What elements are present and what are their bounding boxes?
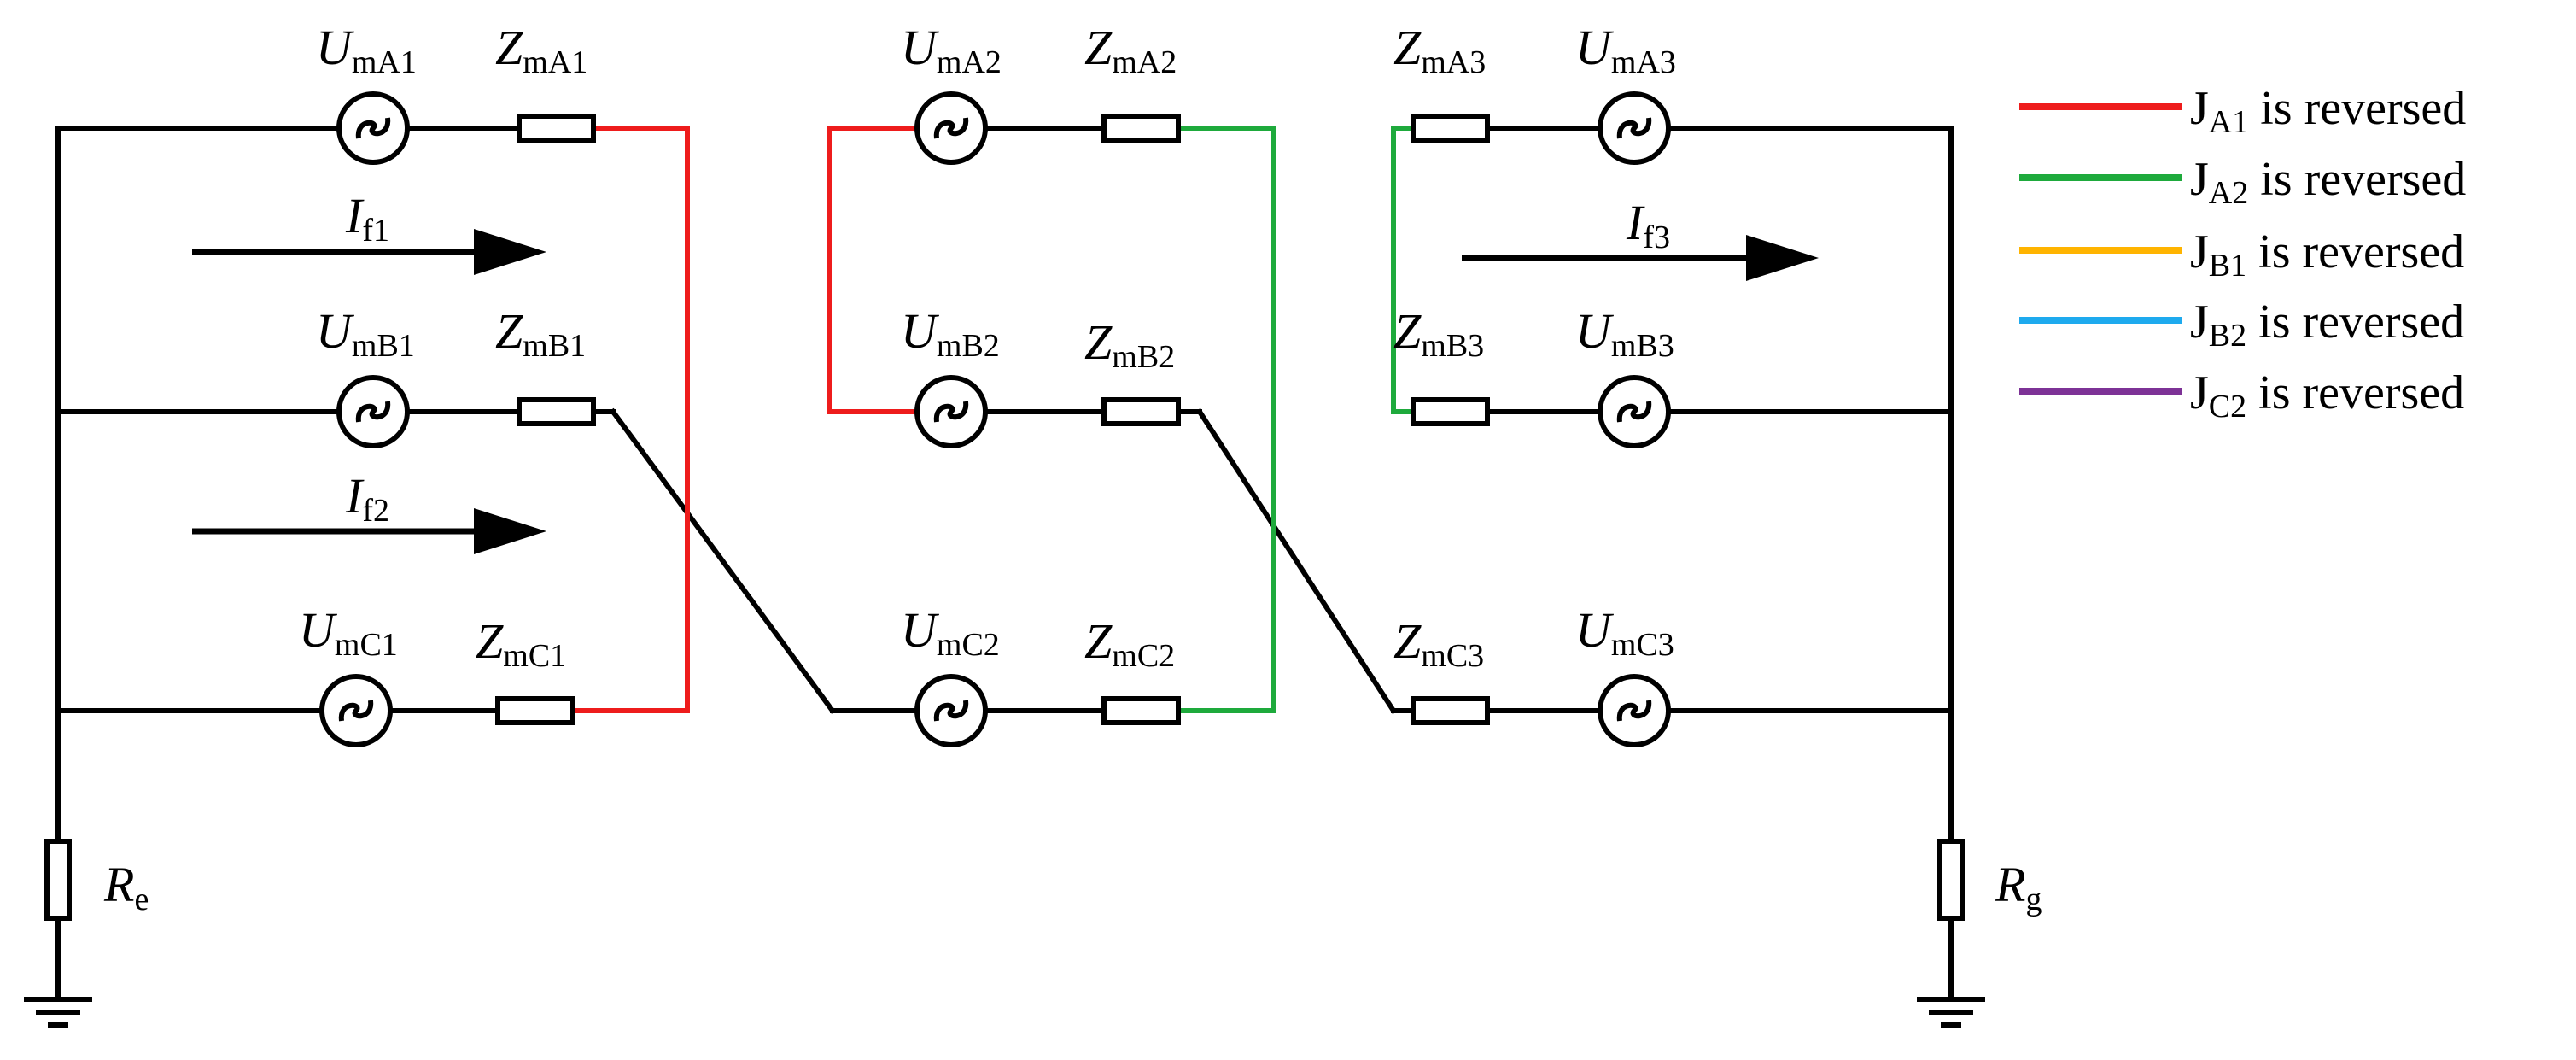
impedance-box-zb3 [1411, 397, 1490, 426]
impedance-box-za2 [1101, 114, 1181, 143]
label-umc3: UmC3 [1575, 602, 1674, 663]
source-icon-ub3 [1600, 378, 1668, 446]
impedance-box-zc2 [1101, 696, 1181, 725]
label-uma3: UmA3 [1575, 20, 1676, 80]
wires-black [55, 126, 1954, 1002]
impedance-box-zb1 [517, 397, 596, 426]
label-zmc1: ZmC1 [476, 613, 566, 674]
source-icon-uc1 [322, 676, 390, 745]
label-umb1: UmB1 [316, 303, 415, 364]
legend-item: JB2 is reversed [2019, 296, 2464, 354]
wires-green [1178, 126, 1413, 713]
legend-item: JB1 is reversed [2019, 225, 2464, 284]
source-icon-uc2 [917, 676, 985, 745]
impedance-boxes [495, 114, 1490, 725]
arrow-if3-icon [1462, 235, 1819, 281]
arrow-if2-icon [192, 508, 546, 554]
resistor-re-box [44, 839, 72, 921]
legend-item: JC2 is reversed [2019, 366, 2464, 425]
impedance-box-za3 [1411, 114, 1490, 143]
label-umb3: UmB3 [1575, 303, 1674, 364]
legend-label-jb1: JB1 is reversed [2190, 225, 2464, 284]
label-umc2: UmC2 [901, 602, 1000, 663]
impedance-box-zc3 [1411, 696, 1490, 725]
label-re: Re [103, 857, 149, 917]
label-zma1: ZmA1 [495, 20, 587, 80]
label-rg: Rg [1995, 857, 2042, 917]
ground-resistors [44, 839, 1965, 921]
legend-label-jb2: JB2 is reversed [2190, 296, 2464, 354]
source-icon-ua2 [917, 94, 985, 162]
current-arrows [192, 229, 1819, 554]
resistor-rg-box [1937, 839, 1965, 921]
label-zmb1: ZmB1 [495, 303, 586, 364]
wires-red [572, 126, 915, 713]
legend-item: JA2 is reversed [2019, 153, 2466, 211]
source-icon-ub1 [339, 378, 407, 446]
source-icon-ua3 [1600, 94, 1668, 162]
legend: JA1 is reversed JA2 is reversed JB1 is r… [2019, 82, 2466, 425]
label-umc1: UmC1 [299, 602, 398, 663]
label-if3: If3 [1626, 195, 1670, 255]
label-zmb2: ZmB2 [1084, 314, 1175, 375]
impedance-box-zc1 [495, 696, 575, 725]
label-umb2: UmB2 [901, 303, 1000, 364]
label-zma2: ZmA2 [1084, 20, 1177, 80]
labels: UmA1 ZmA1 If1 UmB1 ZmB1 If2 UmC1 ZmC1 Um… [103, 20, 2042, 917]
legend-label-jc2: JC2 is reversed [2190, 366, 2464, 425]
ground-icon-left [24, 997, 92, 1028]
impedance-box-za1 [517, 114, 596, 143]
legend-label-ja2: JA2 is reversed [2190, 153, 2466, 211]
label-zma3: ZmA3 [1393, 20, 1486, 80]
legend-item: JA1 is reversed [2019, 82, 2466, 140]
source-icon-ua1 [339, 94, 407, 162]
label-uma2: UmA2 [901, 20, 1002, 80]
impedance-box-zb2 [1101, 397, 1181, 426]
source-icon-ub2 [917, 378, 985, 446]
arrow-if1-icon [192, 229, 546, 275]
source-icon-uc3 [1600, 676, 1668, 745]
legend-label-ja1: JA1 is reversed [2190, 82, 2466, 140]
label-if1: If1 [345, 188, 389, 249]
label-uma1: UmA1 [316, 20, 417, 80]
ground-icon-right [1917, 997, 1985, 1028]
label-zmc2: ZmC2 [1084, 613, 1175, 674]
label-if2: If2 [345, 468, 389, 529]
label-zmb3: ZmB3 [1393, 303, 1484, 364]
label-zmc3: ZmC3 [1393, 613, 1484, 674]
